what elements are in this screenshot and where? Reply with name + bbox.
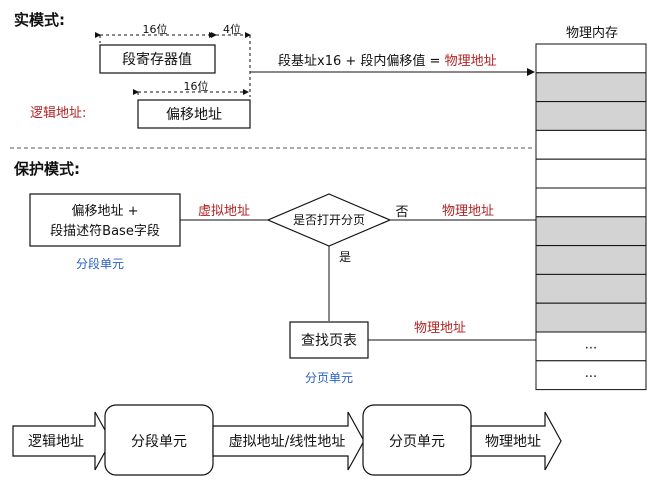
memory-cell (535, 187, 647, 218)
pipeline-physical-label: 物理地址 (485, 434, 541, 450)
dimension-label-16bit-bottom: 16位 (184, 79, 209, 93)
memory-cell-ellipsis: ... (585, 366, 597, 381)
pipeline-segment-unit-label: 分段单元 (131, 434, 187, 450)
memory-cell-ellipsis: ... (585, 337, 597, 352)
pipeline-arrow-virtual (212, 411, 365, 471)
pipeline-paging-unit-label: 分页单元 (389, 434, 445, 450)
dimension-4bit (211, 32, 251, 97)
physical-memory: ...... (535, 43, 647, 391)
paging-unit-caption: 分页单元 (305, 371, 353, 385)
memory-cell (535, 129, 647, 160)
virtual-address-label: 虚拟地址 (198, 204, 250, 219)
segment-register-label: 段寄存器值 (122, 51, 192, 68)
memory-cell (535, 360, 647, 391)
dimension-16bit-bottom (133, 89, 249, 98)
memory-title: 物理内存 (566, 25, 618, 41)
segment-register-box (99, 44, 216, 74)
memory-cell (535, 43, 647, 74)
dimension-label-4bit: 4位 (223, 22, 241, 36)
no-label: 否 (395, 205, 408, 220)
physical-address-label-top: 物理地址 (442, 204, 494, 219)
memory-cell (535, 245, 647, 275)
protected-mode-title: 保护模式: (13, 160, 80, 178)
pipeline-virtual-label: 虚拟地址/线性地址 (229, 434, 346, 450)
pipeline-logical-label: 逻辑地址 (28, 434, 84, 450)
pipeline-arrow-logical (12, 411, 112, 471)
offset-address-label: 偏移地址 (166, 107, 222, 123)
memory-cell (535, 273, 647, 304)
page-table-label: 查找页表 (301, 333, 357, 349)
memory-cell (535, 331, 647, 362)
real-mode-title: 实模式: (14, 11, 65, 29)
physical-address-label-bottom: 物理地址 (414, 321, 466, 336)
memory-cell (535, 101, 647, 131)
segment-calc-line2: 段描述符Base字段 (50, 223, 160, 239)
offset-address-box (137, 99, 251, 129)
real-mode-formula: 段基址x16 + 段内偏移值 = 物理地址 (278, 53, 497, 69)
dimension-label-16bit-top: 16位 (143, 22, 168, 36)
logical-address-label: 逻辑地址: (30, 106, 86, 121)
page-table-box (289, 321, 369, 359)
pipeline-arrow-physical (470, 411, 562, 471)
yes-label: 是 (339, 250, 351, 264)
segment-unit-caption: 分段单元 (76, 256, 124, 271)
segment-calc-box (29, 193, 181, 247)
memory-cell (535, 216, 647, 247)
dimension-16bit-top (95, 32, 215, 43)
memory-cell (535, 158, 647, 189)
memory-cell (535, 72, 647, 103)
paging-decision-label: 是否打开分页 (293, 213, 365, 227)
memory-cell (535, 302, 647, 333)
segment-calc-line1: 偏移地址 + (71, 204, 138, 219)
